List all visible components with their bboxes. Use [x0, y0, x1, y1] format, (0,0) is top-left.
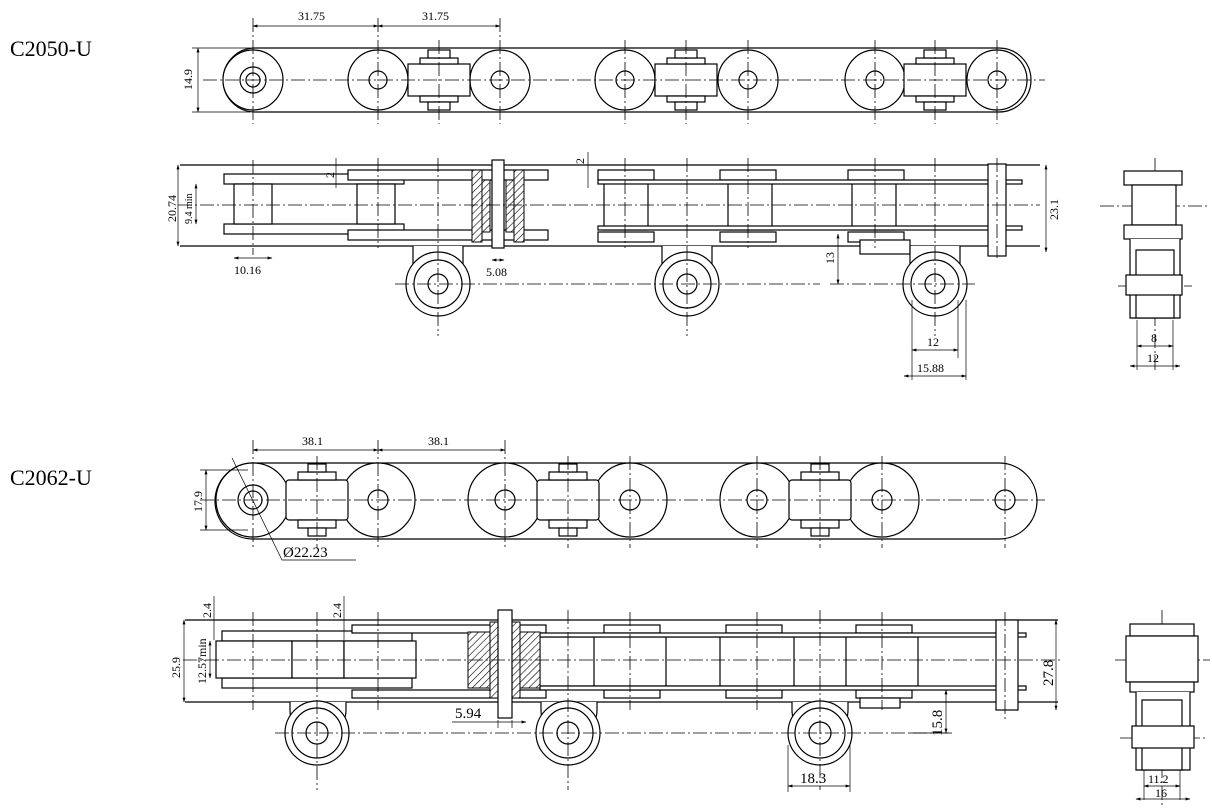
dim-attachment-height: 15.8 [930, 710, 946, 736]
c2062u-side-view: 11.2 16 [1115, 610, 1210, 805]
c2050u-front-view: 20.74 9.4 min 2 2 10.16 5.08 13 23.1 12 … [165, 152, 1061, 380]
dim-roller-width: 18.3 [800, 771, 826, 787]
dim-plate-thickness-b: 2.4 [330, 603, 344, 618]
c2062u-front-view: 25.9 12.57min 2.4 2.4 5.94 15.8 27.8 18.… [169, 596, 1060, 792]
dim-plate-thickness-a: 2 [323, 172, 337, 178]
dim-plate-height: 14.9 [181, 69, 195, 90]
dim-roller-diameter: 10.16 [234, 263, 261, 277]
model-c2050u: C2050-U [10, 9, 1210, 380]
dim-pin-diameter: 5.08 [486, 265, 507, 279]
dim-large-roller: Ø22.23 [283, 545, 328, 561]
dim-overall-width: 20.74 [165, 195, 179, 222]
dim-overall-height: 23.1 [1047, 199, 1061, 220]
dim-side-outer: 16 [1155, 786, 1167, 800]
dim-inner-width: 9.4 min [184, 193, 195, 224]
dim-side-outer: 12 [1147, 351, 1159, 365]
dim-inner-width: 12.57min [195, 638, 209, 684]
c2050u-top-view: 31.75 31.75 14.9 [181, 9, 1045, 124]
dim-overall-height: 27.8 [1041, 660, 1057, 686]
dim-attachment-height: 13 [823, 252, 837, 264]
dim-plate-thickness-a: 2.4 [200, 603, 214, 618]
model-c2062u: C2062-U [10, 434, 1210, 805]
dim-roller-width: 12 [927, 335, 939, 349]
dim-side-inner: 11.2 [1148, 772, 1169, 786]
c2050u-side-view: 8 12 [1100, 158, 1210, 370]
dim-plate-height: 17.9 [191, 491, 205, 512]
model-label: C2062-U [10, 465, 92, 490]
dim-plate-thickness-b: 2 [573, 158, 587, 164]
dim-overall-width: 25.9 [169, 657, 183, 678]
c2062u-top-view: 38.1 38.1 17.9 Ø22.23 [191, 434, 1045, 561]
dim-pitch-2: 38.1 [428, 434, 449, 448]
dim-pitch-1: 31.75 [298, 9, 325, 23]
dim-roller-outer: 15.88 [917, 361, 944, 375]
dim-pin-diameter: 5.94 [455, 706, 482, 722]
dim-pitch-2: 31.75 [422, 9, 449, 23]
model-label: C2050-U [10, 36, 92, 61]
dim-side-inner: 8 [1151, 331, 1157, 345]
dim-pitch-1: 38.1 [302, 434, 323, 448]
